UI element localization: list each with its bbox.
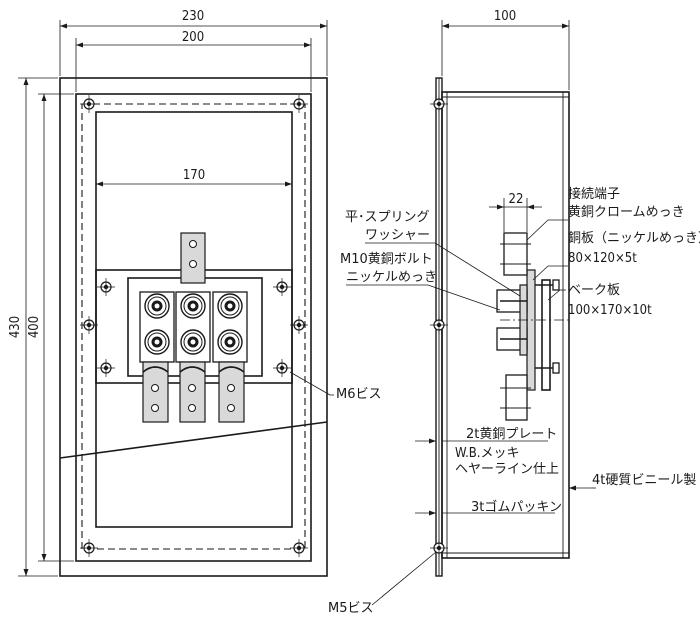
dim-terminal-width: 22: [509, 192, 524, 207]
label-terminal-material: 黄銅クロームめっき: [568, 205, 685, 220]
side-terminals: [496, 232, 531, 421]
terminal-blocks: [139, 291, 248, 363]
label-bakelite-size: 100×170×10t: [568, 303, 652, 318]
label-vinyl: 4t硬質ビニール製: [592, 473, 696, 488]
label-bolt-finish: ニッケルめっき: [346, 270, 437, 285]
top-lug: [180, 232, 206, 284]
dim-inner-width: 200: [182, 30, 204, 45]
label-bakelite: ベーク板: [568, 283, 620, 298]
label-washer: ワッシャー: [365, 228, 430, 243]
side-bakelite-plate: [541, 279, 551, 391]
dim-plate-width: 170: [183, 168, 205, 183]
label-gasket: 3tゴムパッキン: [471, 499, 562, 515]
label-wb: W.B.メッキ: [455, 446, 520, 461]
side-view: 100 22 接続端子 黄銅クロームめっき 銅板（ニッケルめっき） 80×120…: [328, 9, 700, 616]
side-copper-plate: [526, 269, 536, 391]
dim-overall-width: 230: [182, 9, 204, 24]
label-spring: 平･スプリング: [345, 210, 430, 225]
label-brass-plate: 2t黄銅プレート: [466, 427, 557, 442]
section-break-line: [59, 421, 328, 459]
label-terminal-title: 接続端子: [568, 186, 620, 202]
label-m6: M6ビス: [336, 387, 382, 402]
label-m5: M5ビス: [328, 601, 374, 616]
label-copper-plate: 銅板（ニッケルめっき）: [568, 231, 700, 246]
dim-depth: 100: [494, 9, 516, 24]
front-view: 230 200 170 430 400 M6ビス: [8, 9, 382, 577]
front-plate: [75, 93, 312, 562]
outer-enclosure: [59, 77, 328, 577]
bottom-lugs: [142, 361, 245, 423]
label-hairline: ヘヤーライン仕上: [455, 462, 559, 477]
label-copper-size: 80×120×5t: [568, 251, 637, 266]
inner-dashed-outline: [81, 103, 306, 550]
dim-inner-height: 400: [27, 316, 42, 338]
dim-overall-height: 430: [8, 316, 23, 338]
label-bolt: M10黄銅ボルト: [340, 252, 433, 267]
